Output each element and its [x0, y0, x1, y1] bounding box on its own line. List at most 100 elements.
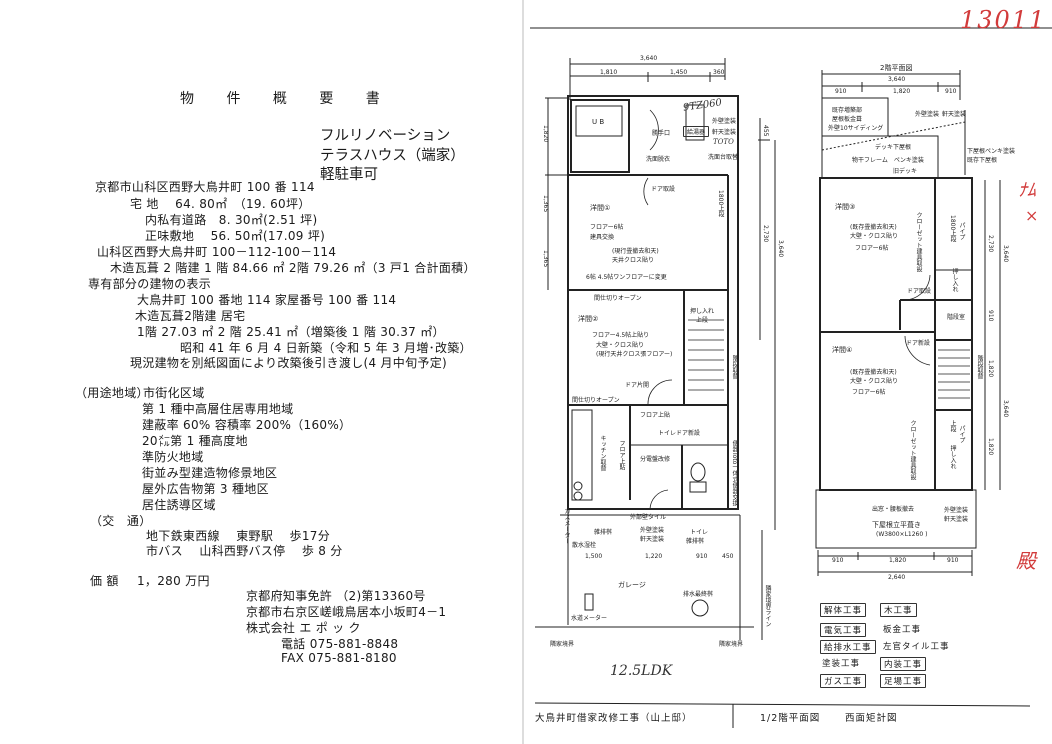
exclusive-part-heading: 専有部分の建物の表示	[88, 277, 212, 291]
room-1-floor: フロアー6帖	[590, 224, 624, 231]
headline-renovation: フルリノベーション	[320, 128, 451, 144]
transport-bus: 市バス 山科西野バス停 歩 8 分	[146, 544, 343, 558]
drawing-name-plan: 1/2階平面図	[760, 713, 821, 724]
label-water-meter: 水道メーター	[571, 615, 608, 622]
drawing-name-section: 西面矩計図	[845, 713, 898, 724]
document-title: 物 件 概 要 書	[180, 91, 394, 107]
zoning-item: 第 1 種中高層住居専用地域	[142, 402, 294, 416]
label-drain-1: 雑排桝	[594, 529, 613, 536]
dim-2f-r1: 2,730	[987, 235, 994, 253]
room-3-note: (既存畳撤去和天)	[850, 224, 897, 231]
work-sheet-metal: 板金工事	[883, 625, 922, 635]
dim-l3: 1,365	[542, 250, 549, 268]
label-upper-shelf-2: 上段	[949, 420, 956, 432]
room-4-floor: フロアー6帖	[852, 389, 886, 396]
room-4-note: (既存畳撤去和天)	[850, 369, 897, 376]
dim-b: 1,450	[670, 69, 688, 76]
net-land-area: 正味敷地 56. 50㎡(17.09 坪)	[145, 229, 326, 243]
label-closet-install-1: クローゼット建具取設	[915, 212, 922, 272]
land-area: 宅 地 64. 80㎡ （19. 60坪）	[130, 197, 311, 211]
dim-2f-r5: 1,820	[987, 438, 994, 456]
label-final-drain: 排水最終桝	[683, 591, 714, 598]
room-1-note: (現行畳撤去和天)	[612, 248, 659, 255]
room-1-change: 6帖 4.5帖ワンフロアーに変更	[586, 274, 667, 281]
dim-l1: 1,820	[542, 125, 549, 143]
label-pipe-2: パイプ	[958, 425, 965, 443]
label-oshiire: 押し入れ	[690, 308, 715, 315]
label-exterior-paint-2f: 外壁塗装	[915, 111, 940, 118]
label-lower-roof-size: (W3800×L1260 )	[876, 531, 928, 538]
label-old-deck: 旧デッキ	[893, 168, 918, 175]
room-2-floor: フロアー4.5帖上貼り	[592, 332, 650, 339]
dim-2f-r3: 910	[987, 310, 994, 322]
dim-2f-r2: 3,640	[1002, 245, 1009, 263]
work-plumbing: 給排水工事	[820, 640, 876, 654]
handwritten-toto: TOTO	[713, 138, 734, 146]
label-bay-window-removal: 出窓・腰板撤去	[872, 506, 915, 513]
zoning-item: 市街化区域	[143, 386, 205, 400]
label-stairs-replace: 階段取替	[731, 355, 738, 379]
label-drying-frame: 物干フレーム ペンキ塗装	[852, 157, 924, 164]
work-scaffolding: 足場工事	[880, 674, 927, 688]
room-4-name: 洋間④	[832, 346, 853, 354]
building-structure: 木造瓦葺 2 階建 1 階 84.66 ㎡ 2階 79.26 ㎡（3 戸1 合計…	[110, 261, 476, 275]
dim-total: 3,640	[640, 55, 658, 62]
label-upper-shelf-1: 1800上段	[949, 215, 956, 243]
label-door-new: ドア新設	[906, 340, 931, 347]
room-1-ceiling: 天井クロス貼り	[612, 257, 655, 264]
room-3-floor: フロアー6帖	[855, 245, 889, 252]
dim-c: 360	[713, 69, 725, 76]
headline-parking: 軽駐車可	[320, 167, 378, 183]
work-electrical: 電気工事	[820, 623, 867, 637]
label-eaves-paint-2f-b: 軒天塗装	[944, 516, 969, 523]
dim-2f-total: 3,640	[888, 76, 906, 83]
handwritten-number: 13011	[960, 6, 1047, 34]
handwritten-mark-2: ×	[1025, 206, 1039, 225]
work-demolition: 解体工事	[820, 603, 867, 617]
label-upper-shelf: 上段	[696, 317, 709, 324]
transport-subway: 地下鉄東西線 東野駅 歩17分	[146, 529, 330, 543]
label-toilet: トイレ	[690, 529, 709, 536]
dim-a: 1,810	[600, 69, 618, 76]
zoning-item: 屋外広告物第 3 種地区	[142, 482, 269, 496]
room-3-wall: 大壁・クロス貼り	[850, 233, 899, 240]
zoning-item: 居住誘導区域	[142, 498, 216, 512]
dim-2f-bottom-total: 2,640	[888, 574, 906, 581]
dim-r1: 2,730	[762, 225, 769, 243]
price-value: 1，280 万円	[137, 574, 210, 588]
company-fax: FAX 075-881-8180	[281, 651, 397, 665]
dim-2f-2: 1,820	[893, 88, 911, 95]
dim-2f-3: 910	[945, 88, 957, 95]
plan-2f-title: 2階平面図	[880, 64, 913, 72]
label-door-install: ドア取設	[651, 186, 676, 193]
label-exterior-tile: 外部壁タイル	[630, 514, 667, 521]
label-door-single: ドア片開	[625, 382, 650, 389]
label-deck-roof: デッキ下屋根	[875, 144, 912, 151]
label-garage: ガレージ	[618, 581, 646, 589]
label-washbasin: 洗面台取替	[708, 154, 739, 161]
transport-label: （交 通）	[90, 514, 152, 528]
dim-2f-bottom-3: 910	[947, 557, 959, 564]
dim-bottom-3: 910	[696, 553, 708, 560]
room-4-wall: 大壁・クロス貼り	[850, 378, 899, 385]
handover-note: 現況建物を別紙図面により改築後引き渡し(4 月中旬予定)	[130, 356, 447, 370]
label-kitchen-replace: キッチン取替	[599, 435, 606, 471]
work-plaster-tile: 左官タイル工事	[883, 642, 950, 652]
dim-2f-bottom-1: 910	[832, 557, 844, 564]
dim-2f-r4: 1,820	[987, 360, 994, 378]
room-1-fittings: 建具交換	[590, 234, 615, 241]
label-eaves-paint-2: 軒天塗装	[640, 536, 665, 543]
label-floor-overlay-2: フロア上貼	[618, 440, 625, 470]
label-siding: 外壁10サイディング	[828, 125, 884, 132]
zoning-item: 20㍍第 1 種高度地	[142, 434, 248, 448]
label-boundary-2: 隣家境界	[719, 641, 744, 648]
label-oshiire-2: 押し入れ	[949, 445, 956, 469]
project-name: 大鳥井町借家改修工事（山上邸）	[535, 713, 693, 724]
dim-2f-r6: 3,640	[1002, 400, 1009, 418]
dim-r3: 455	[762, 125, 769, 137]
label-boundary-1: 隣家境界	[550, 641, 575, 648]
label-extension: 既存増築部	[832, 107, 863, 114]
label-lower-roof-standing-seam: 下屋根立平葺き	[872, 521, 921, 529]
room-2-wall: 大壁・クロス貼り	[596, 342, 645, 349]
